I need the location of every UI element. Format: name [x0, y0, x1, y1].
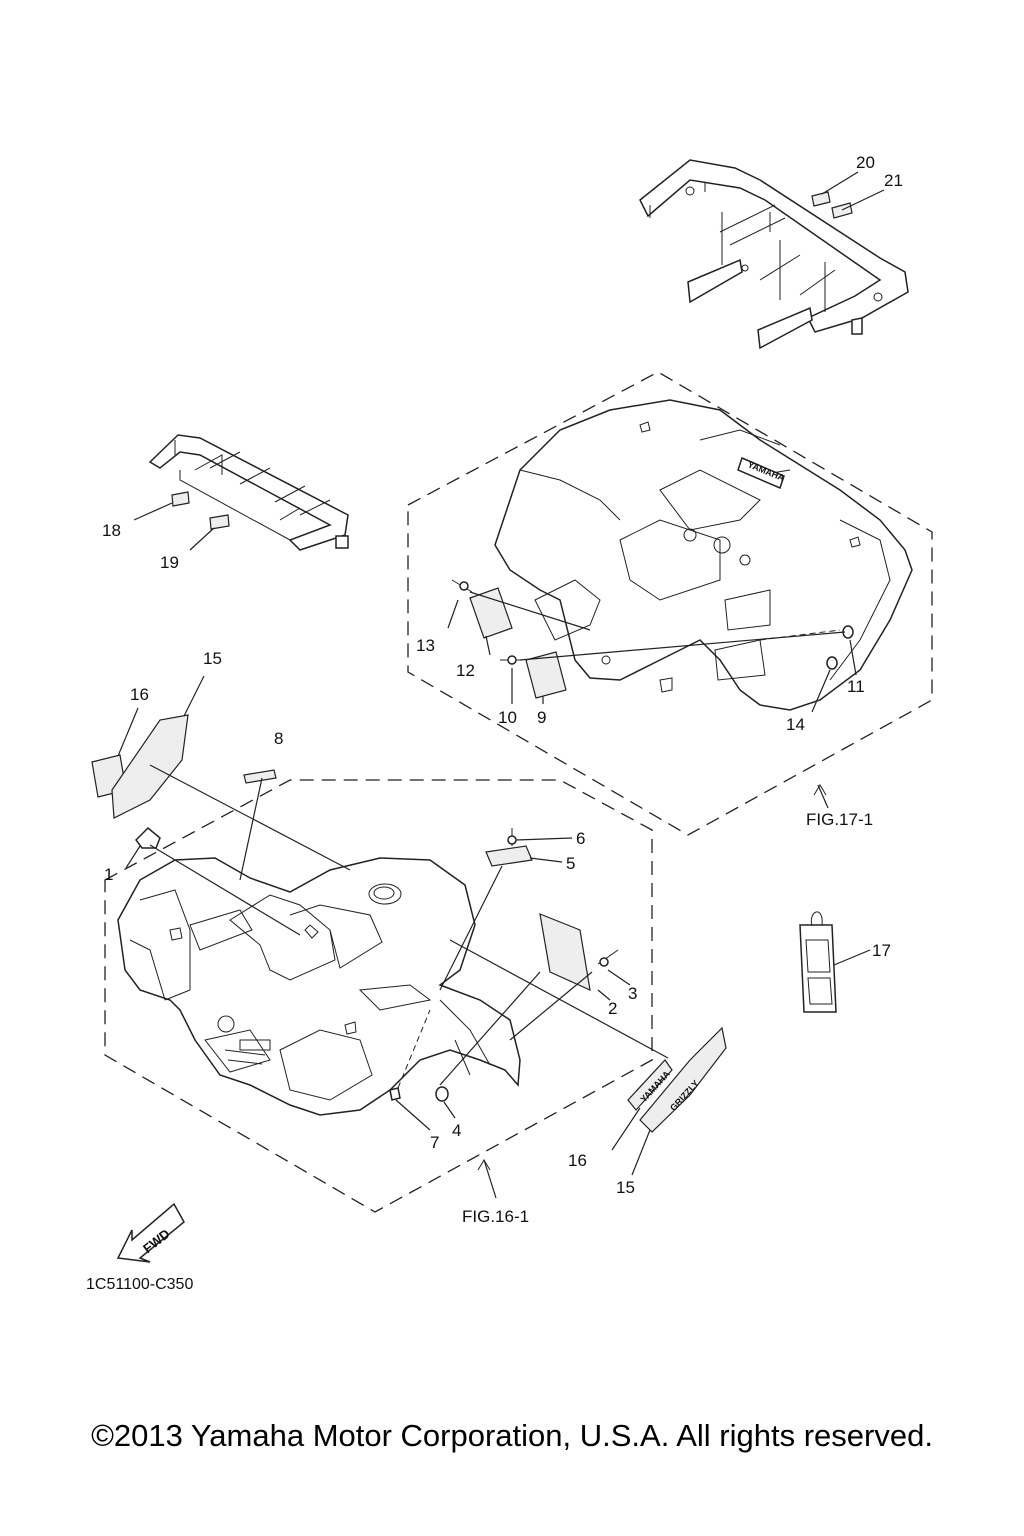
forward-direction-arrow [116, 1202, 185, 1263]
front-fender-boundary [104, 779, 653, 1213]
callout-8: 8 [274, 729, 283, 748]
fig-ref-front: FIG.16-1 [462, 1207, 529, 1226]
decal-18 [171, 491, 190, 507]
washer-4 [435, 1086, 449, 1102]
washer-14 [826, 656, 838, 670]
callout-19: 19 [160, 553, 179, 572]
fig-ref-rear: FIG.17-1 [806, 810, 873, 829]
decal-15-left [111, 714, 189, 819]
decal-5 [485, 845, 533, 867]
callout-20: 20 [856, 153, 875, 172]
decal-9 [525, 651, 567, 699]
callout-16-right: 16 [568, 1151, 587, 1170]
diagram-part-code: 1C51100-C350 [86, 1276, 193, 1293]
callout-1: 1 [104, 865, 113, 884]
screw-3 [597, 949, 619, 967]
callout-15-right: 15 [616, 1178, 635, 1197]
callout-5: 5 [566, 854, 575, 873]
front-fender [117, 857, 521, 1116]
callout-10: 10 [498, 708, 517, 727]
callout-4: 4 [452, 1121, 461, 1140]
clip-7 [389, 1087, 401, 1101]
decal-20 [811, 191, 831, 207]
decal-15-right [639, 1026, 727, 1133]
decal-12 [469, 587, 513, 639]
copyright-notice: ©2013 Yamaha Motor Corporation, U.S.A. A… [91, 1418, 933, 1453]
callout-2: 2 [608, 999, 617, 1018]
callout-9: 9 [537, 708, 546, 727]
callout-16-left: 16 [130, 685, 149, 704]
screw-6 [507, 828, 517, 846]
rear-fender [494, 399, 913, 711]
decal-8 [243, 769, 277, 784]
callout-6: 6 [576, 829, 585, 848]
callout-17: 17 [872, 941, 891, 960]
callout-14: 14 [786, 715, 805, 734]
callout-13: 13 [416, 636, 435, 655]
callout-12: 12 [456, 661, 475, 680]
decal-2 [539, 913, 591, 992]
decal-19 [209, 514, 230, 530]
decal-21 [831, 202, 853, 219]
callout-15-left: 15 [203, 649, 222, 668]
screw-10 [500, 655, 522, 665]
front-carrier-rack [148, 434, 349, 551]
callout-3: 3 [628, 984, 637, 1003]
warning-tag-17 [799, 911, 837, 1013]
screw-13 [451, 579, 473, 593]
decal-16-right [627, 1059, 673, 1111]
callout-18: 18 [102, 521, 121, 540]
callout-21: 21 [884, 171, 903, 190]
rear-carrier-rack [639, 159, 909, 350]
rear-fender-boundary [407, 371, 933, 836]
callout-7: 7 [430, 1133, 439, 1152]
callout-11: 11 [847, 677, 865, 696]
emblem-1 [135, 826, 161, 849]
